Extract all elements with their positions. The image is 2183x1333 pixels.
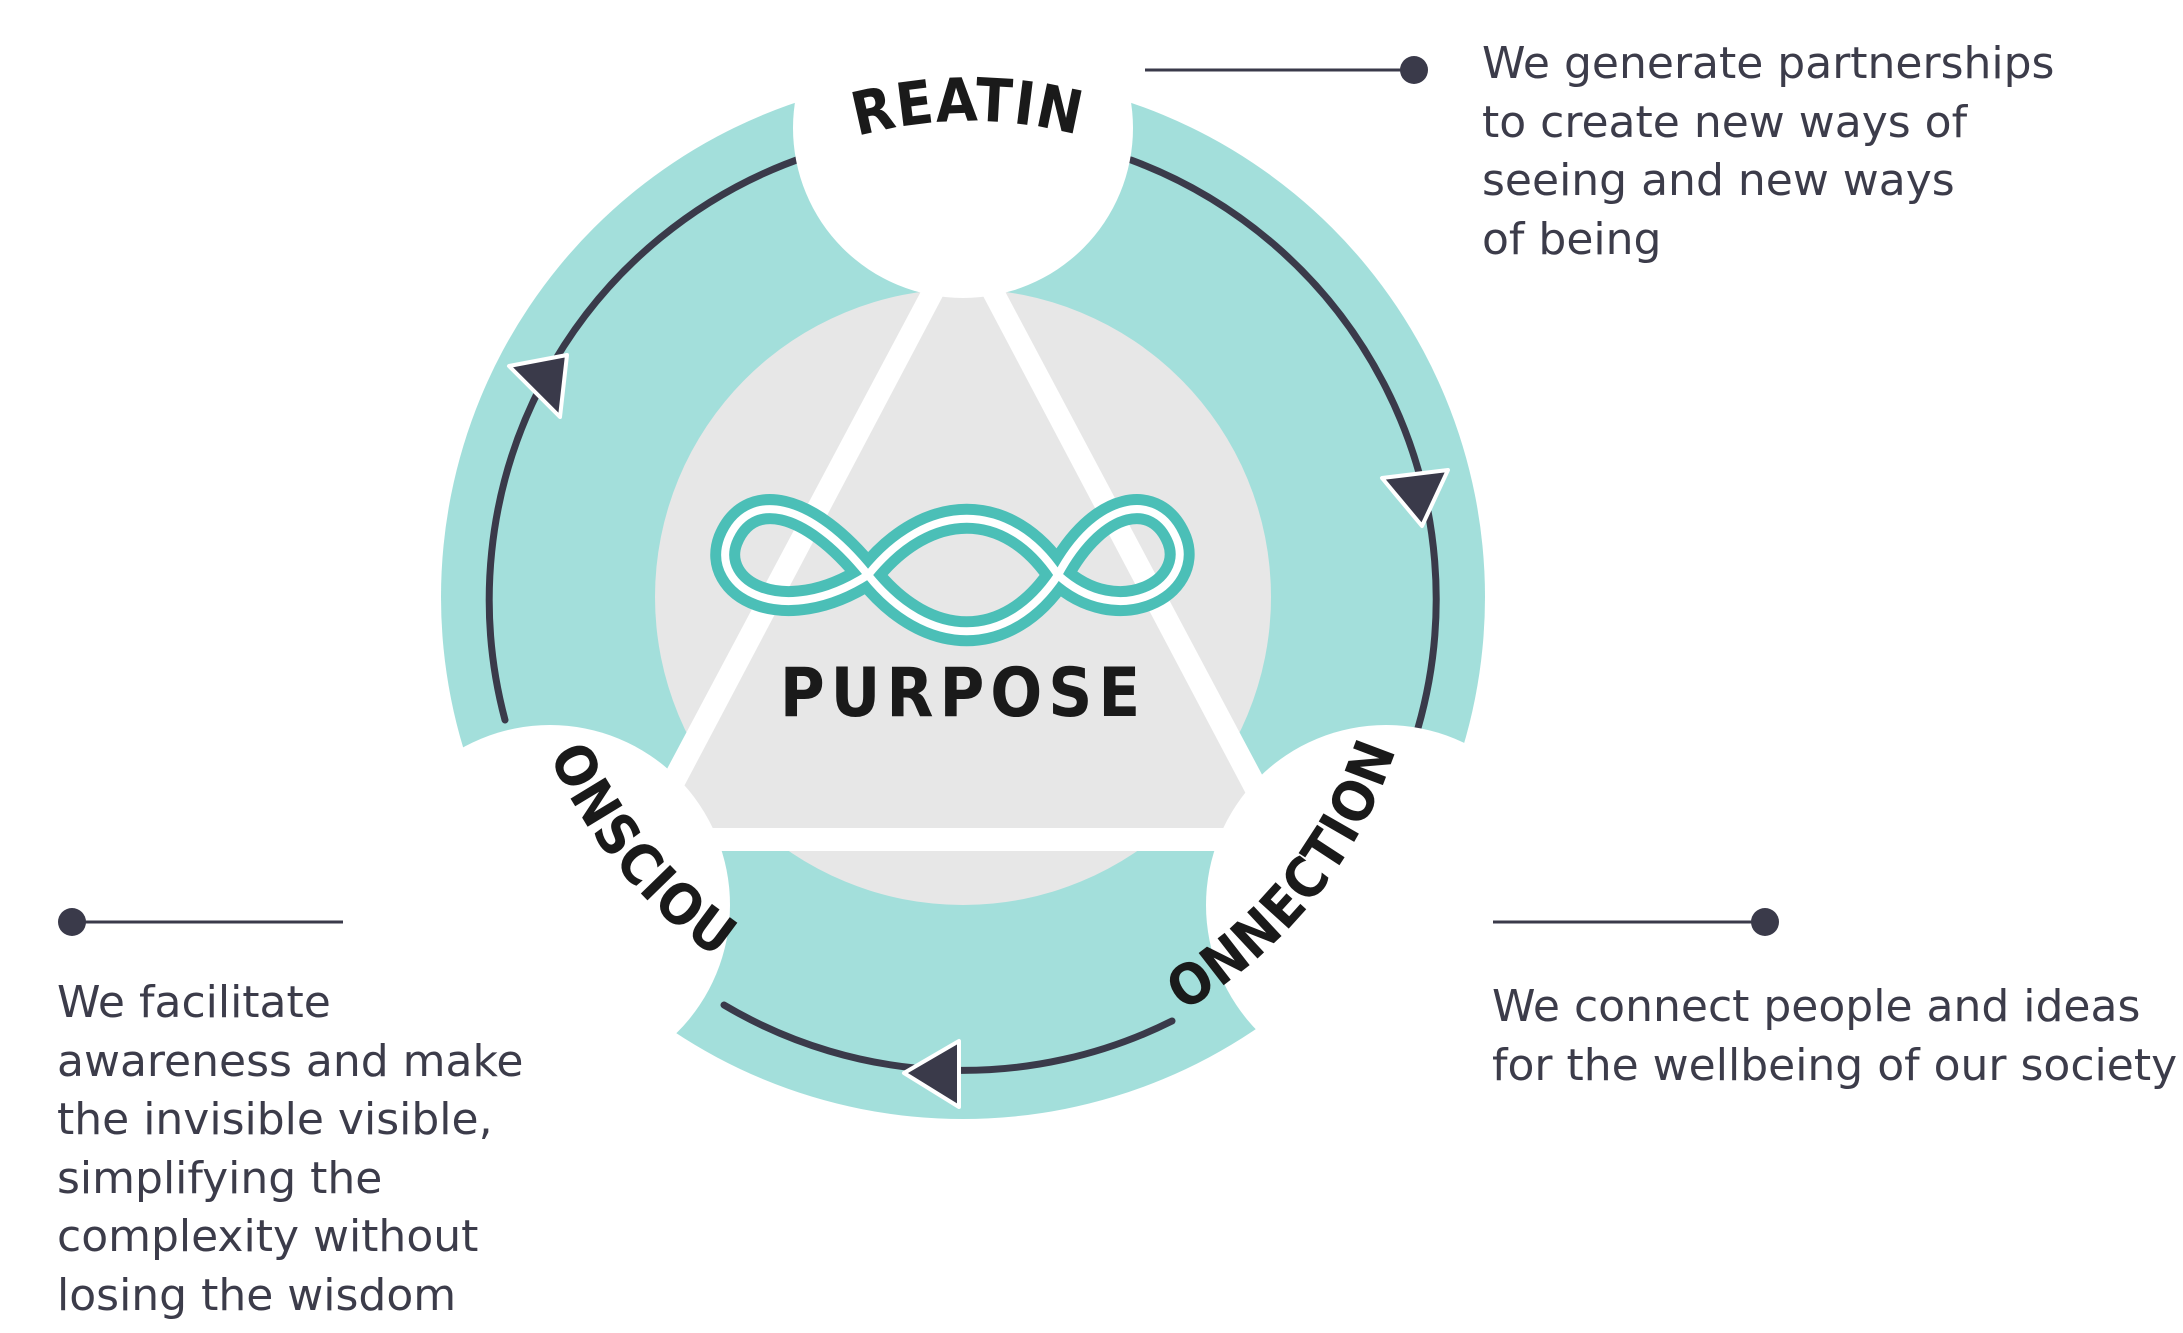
core-triangle: [662, 258, 1264, 828]
description-line: We facilitate: [57, 977, 331, 1028]
infinity-loop-icon: [710, 494, 1195, 647]
leader-creating: [1145, 56, 1428, 84]
description-line: losing the wisdom: [57, 1269, 457, 1321]
arc-creating-to-connections: [1127, 156, 1440, 732]
description-line: complexity without: [57, 1211, 479, 1262]
description-conscious: We facilitate awareness and make the inv…: [57, 974, 523, 1325]
description-line: simplifying the: [57, 1152, 383, 1204]
node-connections: [1206, 725, 1566, 1085]
node-conscious: [370, 725, 730, 1085]
description-connections: We connect people and ideas for the well…: [1492, 978, 2177, 1095]
leader-dot-conscious: [58, 908, 86, 936]
arrow-left-up: [507, 353, 569, 419]
leader-dot-creating: [1400, 56, 1428, 84]
center-title: PURPOSE: [780, 654, 1146, 733]
leader-conscious: [58, 908, 343, 936]
arrow-right-down: [1380, 468, 1450, 528]
triangle-frame: [632, 227, 1294, 851]
description-line: of being: [1482, 213, 1662, 265]
description-line: the invisible visible,: [57, 1094, 493, 1145]
description-line: We connect people and ideas: [1492, 981, 2141, 1032]
description-line: for the wellbeing of our society: [1492, 1039, 2178, 1091]
description-line: awareness and make: [57, 1035, 524, 1087]
description-line: to create new ways of: [1482, 96, 1968, 148]
description-line: seeing and new ways: [1482, 155, 1955, 206]
leader-dot-connections: [1751, 908, 1779, 936]
arrow-bottom-left: [902, 1039, 961, 1109]
description-creating: We generate partnerships to create new w…: [1482, 35, 2054, 269]
triangle-arrow-icon: [507, 353, 1450, 1109]
leader-connections: [1493, 908, 1779, 936]
description-line: We generate partnerships: [1482, 38, 2055, 89]
